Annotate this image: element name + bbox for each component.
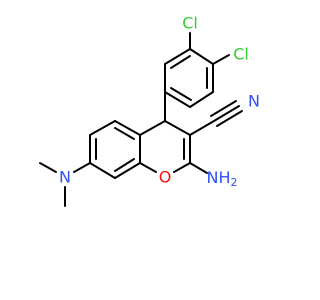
bond <box>189 48 214 65</box>
bond <box>210 100 237 117</box>
bond <box>170 55 191 69</box>
chlorine-atom-label: Cl <box>182 14 198 33</box>
bond <box>173 162 191 173</box>
bond <box>170 87 192 101</box>
bond <box>164 48 191 65</box>
bond <box>89 162 116 179</box>
amine-hydrogen-count: 2 <box>231 176 238 189</box>
bond <box>114 127 135 140</box>
bond <box>216 110 243 127</box>
molecule-diagram: Cl Cl N O NH2 N <box>0 0 300 300</box>
bond <box>114 120 141 136</box>
bond <box>213 105 240 122</box>
bond <box>164 120 191 136</box>
chlorine-atom-label: Cl <box>233 45 249 64</box>
bond <box>189 120 215 136</box>
bond <box>189 91 214 108</box>
bond <box>139 162 157 173</box>
atom-label-layer: Cl Cl N O NH2 N <box>59 14 260 190</box>
background <box>0 0 300 300</box>
bond <box>114 158 135 172</box>
bond <box>164 91 191 108</box>
amine-nitrogen-label: NH2 <box>207 168 238 190</box>
bond-layer <box>39 32 243 207</box>
bond <box>114 162 141 179</box>
dimethylamino-nitrogen-label: N <box>59 168 71 187</box>
bond <box>73 162 91 173</box>
bond <box>39 162 57 173</box>
bond <box>139 120 166 136</box>
bond <box>212 54 230 65</box>
amine-symbol: NH <box>207 168 231 187</box>
nitrile-nitrogen-label: N <box>248 92 260 111</box>
bond <box>189 162 208 174</box>
bond <box>89 120 116 136</box>
ring-oxygen-label: O <box>159 168 172 187</box>
